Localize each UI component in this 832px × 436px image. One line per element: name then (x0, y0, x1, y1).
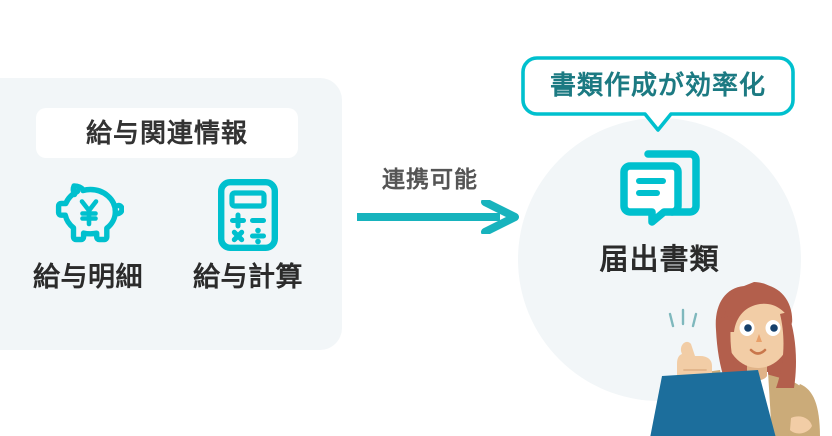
connector-label: 連携可能 (382, 166, 478, 192)
thumbs-up-sparkle (668, 308, 698, 328)
feature-item-payroll-calc: 給与計算 (173, 178, 323, 291)
hair-side-right (776, 312, 796, 388)
piggy-bank-yen-icon (52, 178, 124, 252)
payroll-feature-list: 給与明細 (8, 178, 328, 291)
feature-item-payslip: 給与明細 (13, 178, 163, 291)
woman-thumbs-up-illustration (648, 258, 832, 436)
arrow-right-icon (357, 200, 519, 234)
payroll-info-title: 給与関連情報 (85, 118, 248, 148)
connector: 連携可能 (355, 168, 525, 234)
calculator-icon (218, 178, 278, 252)
documents-icon (518, 148, 801, 228)
hair-front (724, 284, 793, 332)
payroll-info-title-box: 給与関連情報 (36, 108, 298, 158)
mouth (749, 348, 767, 355)
hand-right (790, 416, 812, 434)
feature-label-payslip: 給与明細 (33, 262, 143, 292)
speech-bubble-shape (521, 56, 795, 132)
nose (756, 334, 762, 342)
laptop-icon (650, 370, 776, 436)
payroll-info-card: 給与関連情報 (0, 78, 342, 350)
feature-label-payroll-calc: 給与計算 (193, 262, 303, 292)
hair-side-left (719, 316, 740, 386)
speech-bubble-text: 書類作成が効率化 (549, 70, 766, 100)
speech-bubble: 書類作成が効率化 (521, 56, 795, 132)
output-label: 届出書類 (599, 244, 720, 276)
